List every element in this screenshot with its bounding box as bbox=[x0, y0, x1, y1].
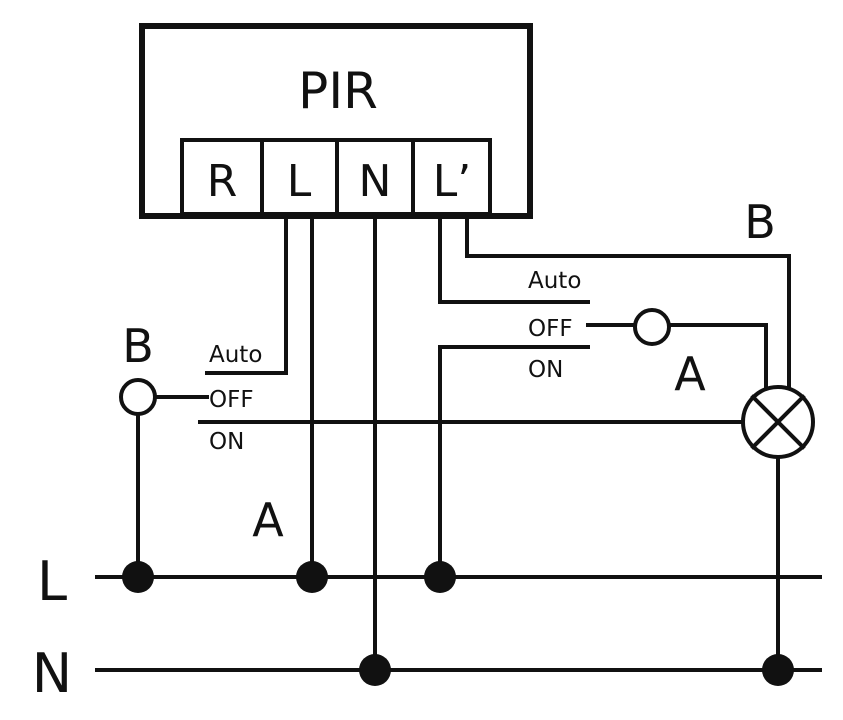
wire-right-pivot-to-lamp bbox=[667, 323, 768, 398]
left-switch-auto-label: Auto bbox=[209, 342, 262, 368]
right-switch-tag: A bbox=[674, 347, 706, 401]
label-a-bottom: A bbox=[252, 493, 284, 547]
terminal-l: L bbox=[287, 156, 312, 207]
left-switch-off-label: OFF bbox=[209, 387, 254, 413]
left-switch-on-label: ON bbox=[209, 429, 244, 455]
bus-label-n: N bbox=[32, 642, 72, 705]
pir-title: PIR bbox=[298, 62, 378, 120]
wire-lprime-to-right-auto bbox=[438, 214, 590, 304]
right-switch-on-label: ON bbox=[528, 357, 563, 383]
junction-dot bbox=[762, 654, 794, 686]
junction-dot bbox=[296, 561, 328, 593]
junction-dot bbox=[122, 561, 154, 593]
wire-lprime-to-lamp bbox=[465, 214, 791, 391]
junction-dot bbox=[424, 561, 456, 593]
lamp-cross-2 bbox=[750, 394, 806, 450]
label-b-top: B bbox=[744, 195, 776, 249]
wire-l-to-left-auto bbox=[205, 214, 288, 375]
left-switch-tag: B bbox=[122, 319, 154, 373]
right-switch-auto-label: Auto bbox=[528, 268, 581, 294]
bus-label-l: L bbox=[37, 550, 67, 613]
right-switch-off-label: OFF bbox=[528, 316, 573, 342]
terminal-r: R bbox=[207, 156, 238, 207]
terminal-l-prime: L’ bbox=[433, 156, 472, 207]
terminal-n: N bbox=[359, 156, 392, 207]
right-switch-pivot bbox=[633, 308, 671, 346]
junction-dot bbox=[359, 654, 391, 686]
left-switch-pivot bbox=[119, 378, 157, 416]
